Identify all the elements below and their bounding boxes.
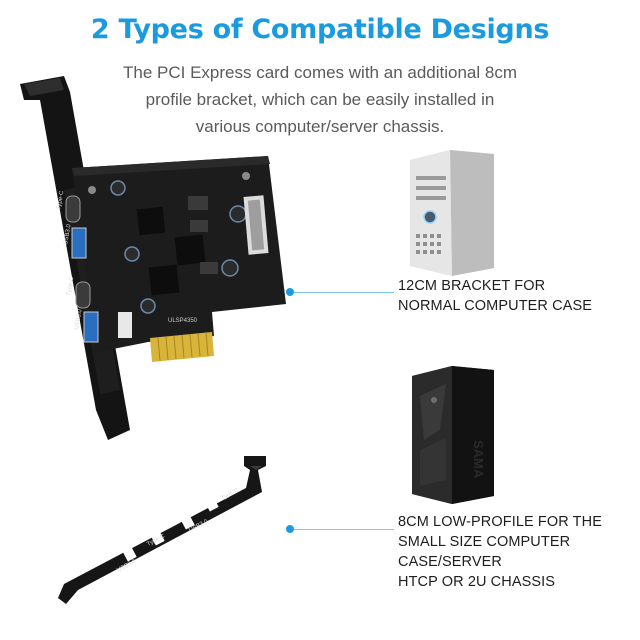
server-tower-icon: SAMA (412, 366, 494, 504)
tower-brand-label: SAMA (471, 440, 486, 479)
caption-line: CASE/SERVER (398, 554, 502, 570)
port-label: Type-C (66, 276, 75, 297)
desktop-tower-icon (410, 150, 494, 276)
caption-line: 8CM LOW-PROFILE FOR THE (398, 514, 602, 530)
page-title: 2 Types of Compatible Designs (90, 14, 550, 45)
option-caption-12cm: 12CM BRACKET FOR NORMAL COMPUTER CASE (398, 276, 592, 316)
connector-dot (286, 525, 294, 533)
pci-express-card: Type-C USB3.0 Type-C USB3.0 ULSP4350 (56, 156, 286, 362)
chip-label: ULSP4350 (168, 318, 198, 324)
option-caption-8cm: 8CM LOW-PROFILE FOR THE SMALL SIZE COMPU… (398, 512, 602, 592)
subtitle-line: profile bracket, which can be easily ins… (145, 90, 495, 109)
caption-line: 12CM BRACKET FOR (398, 278, 546, 294)
subtitle-line: various computer/server chassis. (195, 117, 445, 136)
caption-line: SMALL SIZE COMPUTER (398, 534, 571, 550)
connector-line (294, 529, 394, 530)
subtitle: The PCI Express card comes with an addit… (90, 59, 550, 140)
port-label: USB3.0 (74, 308, 84, 330)
connector-dot (286, 288, 294, 296)
connector-line (294, 292, 394, 293)
caption-line: HTCP OR 2U CHASSIS (398, 574, 556, 590)
port-label: USB3.0 (63, 223, 73, 245)
subtitle-line: The PCI Express card comes with an addit… (122, 63, 517, 82)
low-profile-bracket: USB3.0 Type-C USB3.0 Type-C (58, 456, 266, 604)
caption-line: NORMAL COMPUTER CASE (398, 298, 593, 314)
port-label: Type-C (56, 190, 65, 211)
